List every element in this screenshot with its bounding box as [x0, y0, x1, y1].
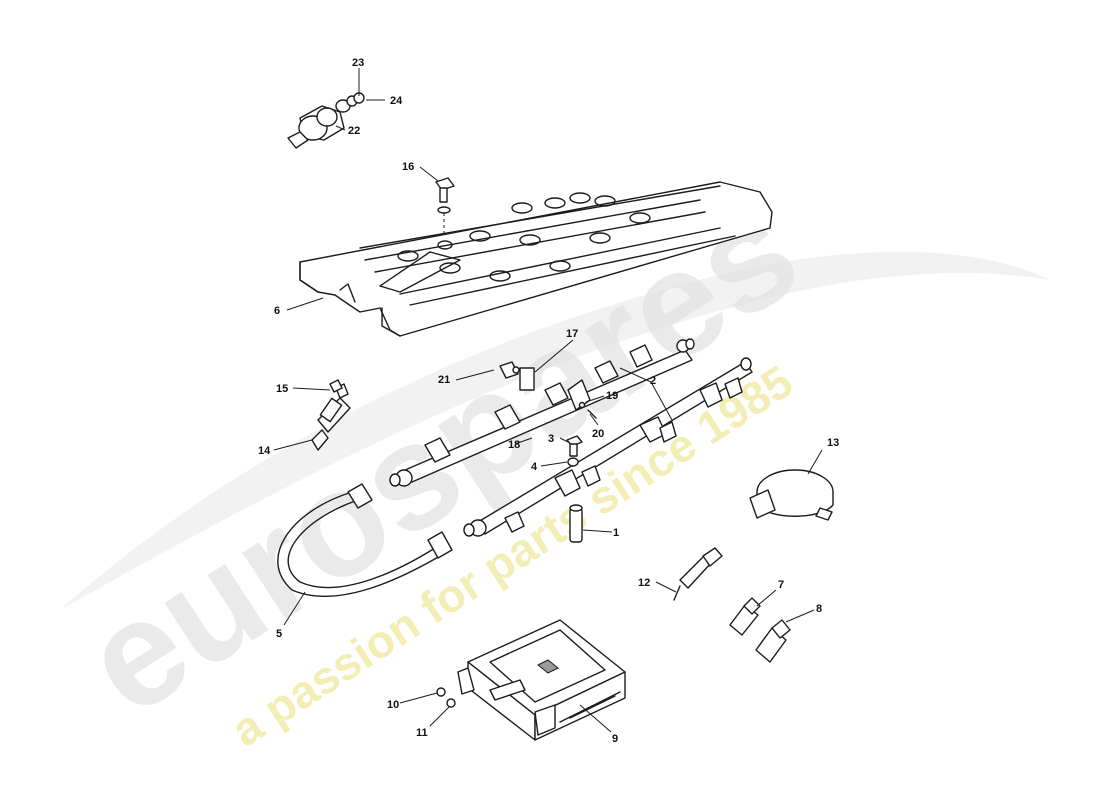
callouts: 23 24 22 16 6 17 21 2 15 19 20 3 18 14 1…	[258, 57, 839, 745]
callout-24: 24	[390, 95, 403, 107]
callout-12: 12	[638, 577, 650, 589]
callout-7: 7	[778, 579, 784, 591]
fuel-rail-lower	[463, 357, 753, 537]
callout-16: 16	[402, 161, 414, 173]
fuel-rail-upper	[389, 338, 695, 487]
spacer-1	[569, 504, 583, 543]
fittings-17-21	[499, 361, 597, 419]
bolt-3-washer-4	[566, 435, 583, 467]
callout-14: 14	[258, 445, 271, 457]
engine-cover	[299, 181, 773, 337]
callout-15: 15	[276, 383, 288, 395]
callout-20: 20	[592, 428, 604, 440]
bolt-16	[435, 177, 455, 248]
engine-control-module-9	[457, 619, 626, 741]
callout-9: 9	[612, 733, 618, 745]
callout-10: 10	[387, 699, 399, 711]
sensor-12	[673, 547, 723, 601]
callout-5: 5	[276, 628, 282, 640]
callout-2: 2	[650, 375, 656, 387]
callout-23: 23	[352, 57, 364, 69]
callout-18: 18	[508, 439, 520, 451]
callout-8: 8	[816, 603, 822, 615]
callout-21: 21	[438, 374, 450, 386]
callout-3: 3	[548, 433, 554, 445]
callout-4: 4	[531, 461, 538, 473]
fuel-pipe-5	[277, 483, 453, 597]
callout-13: 13	[827, 437, 839, 449]
callout-11: 11	[416, 727, 428, 739]
callout-17: 17	[566, 328, 578, 340]
sensor-22	[287, 92, 365, 149]
callout-1: 1	[613, 527, 619, 539]
callout-22: 22	[348, 125, 360, 137]
leader-lines	[273, 68, 823, 733]
sensor-8	[755, 619, 791, 663]
fuel-injector-14	[311, 379, 351, 451]
fasteners-10-11	[436, 687, 456, 708]
callout-6: 6	[274, 305, 280, 317]
sensor-13	[749, 469, 834, 521]
callout-19: 19	[606, 390, 618, 402]
sensor-7	[729, 597, 761, 636]
